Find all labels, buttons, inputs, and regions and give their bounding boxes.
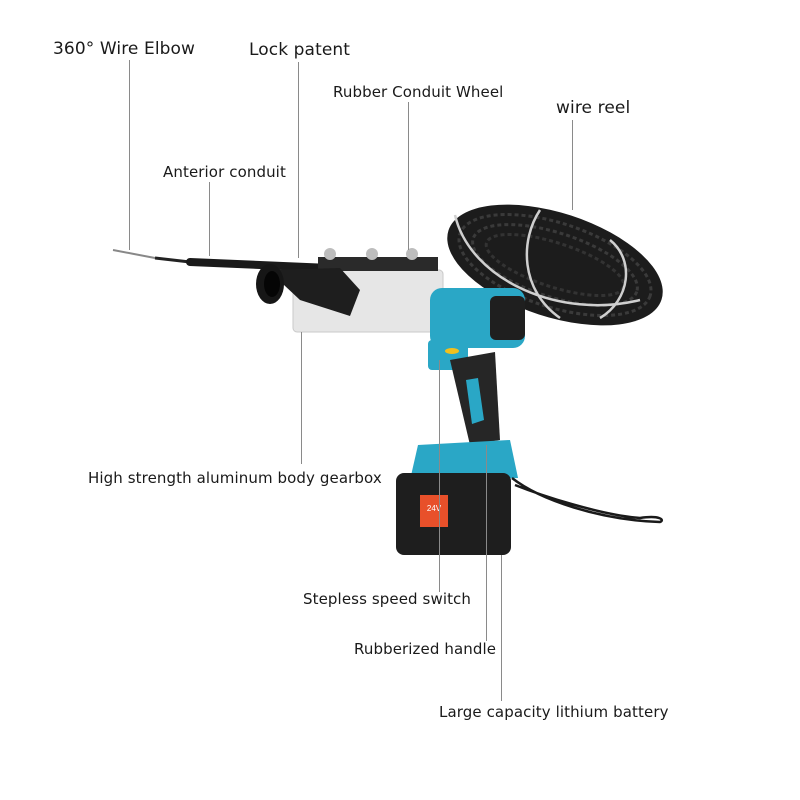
label-rubber-conduit-wheel: Rubber Conduit Wheel [333, 83, 504, 101]
label-lock-patent: Lock patent [249, 40, 351, 60]
leader-wire-elbow [129, 60, 130, 250]
leader-anterior-conduit [209, 182, 210, 256]
label-wire-reel: wire reel [556, 98, 631, 118]
drill-body-graphic [410, 288, 525, 480]
leader-handle [486, 445, 487, 641]
wrist-strap-graphic [511, 477, 664, 524]
leader-gearbox [301, 332, 302, 464]
leader-wire-reel [572, 120, 573, 210]
label-battery: Large capacity lithium battery [439, 703, 669, 721]
leader-speed-switch [439, 360, 440, 592]
label-handle: Rubberized handle [354, 640, 497, 658]
leader-lock-patent [298, 62, 299, 258]
label-gearbox: High strength aluminum body gearbox [88, 469, 382, 487]
svg-text:24V: 24V [427, 504, 442, 513]
label-anterior-conduit: Anterior conduit [163, 163, 286, 181]
leader-rubber-conduit-wheel [408, 102, 409, 250]
battery-graphic: 24V [396, 473, 511, 555]
leader-battery [501, 555, 502, 701]
nozzle-graphic [256, 264, 360, 316]
conduit-graphic [112, 249, 334, 272]
label-wire-elbow: 360° Wire Elbow [53, 39, 196, 59]
label-speed-switch: Stepless speed switch [303, 590, 472, 608]
